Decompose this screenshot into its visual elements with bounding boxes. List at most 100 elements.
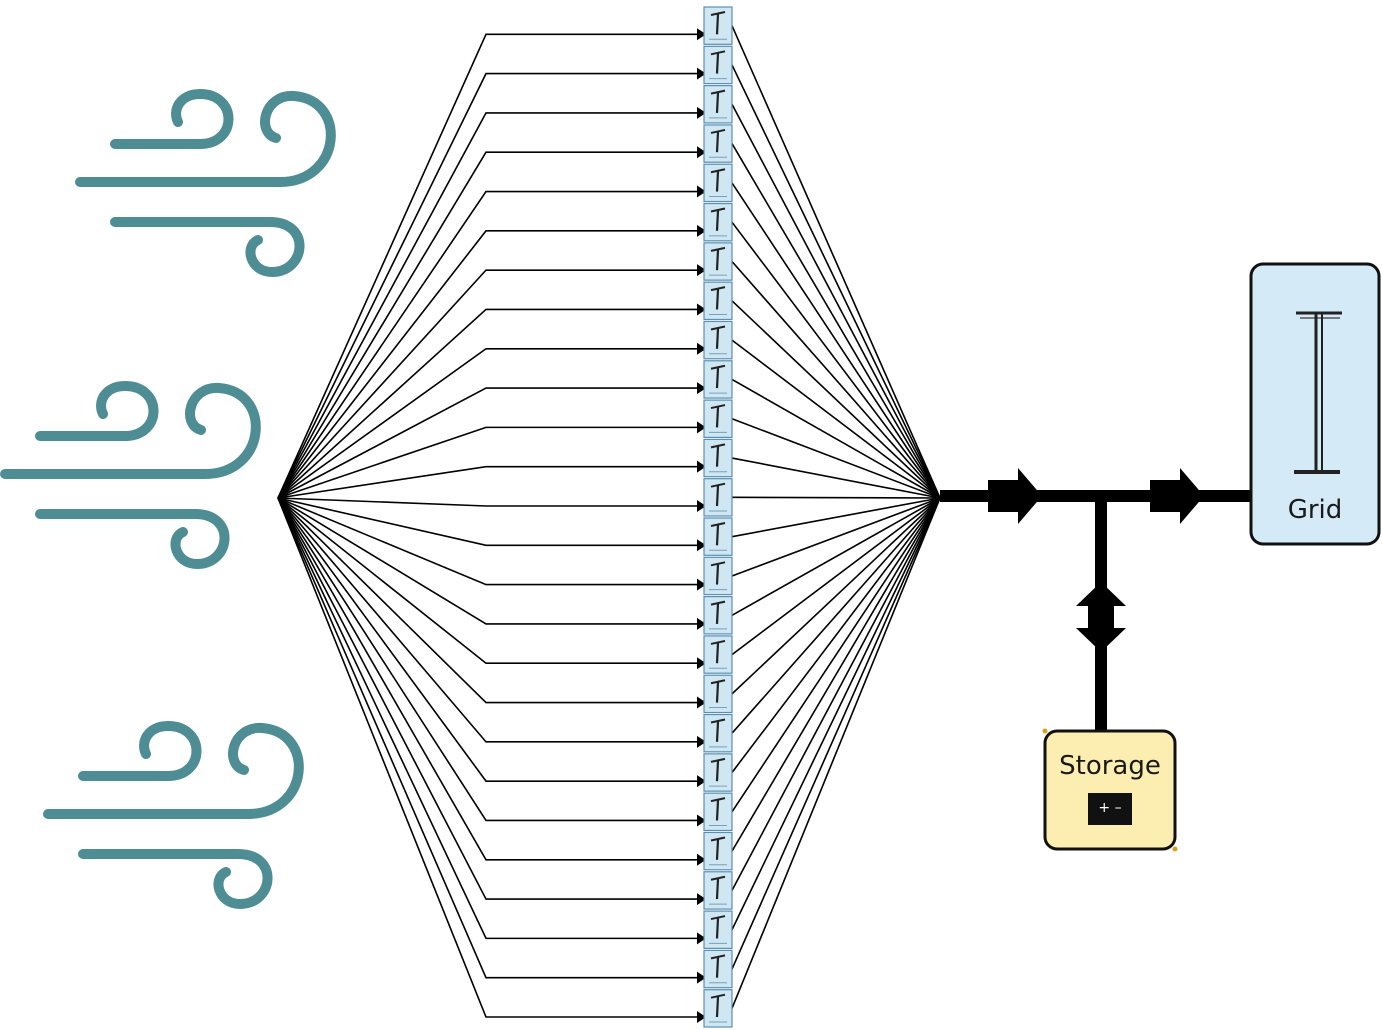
input-arrowhead xyxy=(697,814,706,827)
input-arrowhead xyxy=(697,1010,706,1023)
input-arrowhead xyxy=(697,696,706,709)
wind-turbine-icon xyxy=(703,478,733,517)
input-arrowhead xyxy=(697,342,706,355)
input-arrowhead xyxy=(697,460,706,473)
wind-turbine-icon xyxy=(703,399,733,438)
storage-branch xyxy=(1076,496,1126,732)
output-line xyxy=(731,497,941,616)
bidirectional-arrow xyxy=(1076,582,1126,652)
wind-turbine-icon xyxy=(703,517,733,556)
bus-arrow-1 xyxy=(988,468,1042,524)
wind-turbine-icon xyxy=(703,753,733,792)
output-line xyxy=(731,497,941,931)
input-line xyxy=(277,497,698,940)
input-line xyxy=(277,497,698,782)
input-line xyxy=(277,497,698,625)
output-line xyxy=(731,221,941,499)
input-arrowhead xyxy=(697,499,706,512)
source-fan-lines xyxy=(277,28,706,1023)
input-arrowhead xyxy=(697,224,706,237)
input-arrowhead xyxy=(697,735,706,748)
wind-turbine-icon xyxy=(703,124,733,163)
wind-turbine-icon xyxy=(703,910,733,949)
output-line xyxy=(731,497,941,1009)
output-line xyxy=(731,497,941,656)
transmission-tower-icon xyxy=(1294,311,1342,474)
input-line xyxy=(277,426,698,499)
output-line xyxy=(731,457,941,499)
wind-turbine-icon xyxy=(703,163,733,203)
input-arrowhead xyxy=(697,106,706,119)
input-line xyxy=(277,497,698,979)
input-line xyxy=(277,497,698,1018)
input-arrowhead xyxy=(697,932,706,945)
input-line xyxy=(277,497,698,861)
output-line xyxy=(731,260,941,499)
input-line xyxy=(277,497,698,822)
input-line xyxy=(277,387,698,499)
output-line xyxy=(731,64,941,499)
wind-turbine-icon xyxy=(703,202,733,242)
wind-icon xyxy=(75,88,336,278)
grid-label: Grid xyxy=(1288,495,1343,525)
input-line xyxy=(277,465,698,499)
wind-turbine-icon xyxy=(703,360,733,399)
input-arrowhead xyxy=(697,67,706,80)
wind-icon xyxy=(43,720,304,910)
input-arrowhead xyxy=(697,893,706,906)
input-arrowhead xyxy=(697,185,706,198)
input-line xyxy=(277,497,698,665)
output-line xyxy=(731,496,941,499)
wind-turbine-icon xyxy=(703,871,733,910)
wind-turbine-icon xyxy=(703,635,733,674)
input-arrowhead xyxy=(697,146,706,159)
turbine-column xyxy=(703,6,733,1028)
wind-turbine-icon xyxy=(703,989,733,1028)
output-line xyxy=(731,497,941,970)
input-arrowhead xyxy=(697,28,706,41)
input-arrowhead xyxy=(697,617,706,630)
output-line xyxy=(731,497,941,695)
input-line xyxy=(277,190,698,499)
wind-turbine-icon xyxy=(703,596,733,635)
collector-fan-lines xyxy=(731,25,941,1009)
input-arrowhead xyxy=(697,853,706,866)
input-line xyxy=(277,347,698,499)
output-line xyxy=(731,497,941,891)
wind-turbine-icon xyxy=(703,438,733,478)
storage-node: Storage + – xyxy=(1042,728,1178,852)
wind-turbine-icon xyxy=(703,792,733,832)
input-line xyxy=(277,497,698,743)
wind-turbine-icon xyxy=(703,713,733,753)
output-line xyxy=(731,339,941,499)
input-arrowhead xyxy=(697,775,706,788)
output-line xyxy=(731,497,941,538)
battery-symbol: + – xyxy=(1098,800,1121,816)
input-arrowhead xyxy=(697,657,706,670)
output-line xyxy=(731,103,941,499)
wind-turbine-icon xyxy=(703,674,733,714)
input-line xyxy=(277,497,698,547)
storage-label: Storage xyxy=(1059,751,1161,781)
wind-turbine-icon xyxy=(703,831,733,871)
input-line xyxy=(277,497,698,507)
input-line xyxy=(277,497,698,900)
input-arrowhead xyxy=(697,264,706,277)
input-arrowhead xyxy=(697,971,706,984)
wind-turbine-icon xyxy=(703,85,733,124)
output-line xyxy=(731,497,941,773)
input-line xyxy=(277,33,698,499)
wind-turbine-icon xyxy=(703,281,733,321)
input-line xyxy=(277,497,698,704)
input-line xyxy=(277,230,698,499)
input-arrowhead xyxy=(697,421,706,434)
wind-turbine-icon xyxy=(703,320,733,360)
input-line xyxy=(277,497,698,586)
output-line xyxy=(731,497,941,734)
wind-icons xyxy=(0,88,336,910)
input-line xyxy=(277,269,698,499)
wind-turbine-icon xyxy=(703,949,733,989)
input-arrowhead xyxy=(697,539,706,552)
